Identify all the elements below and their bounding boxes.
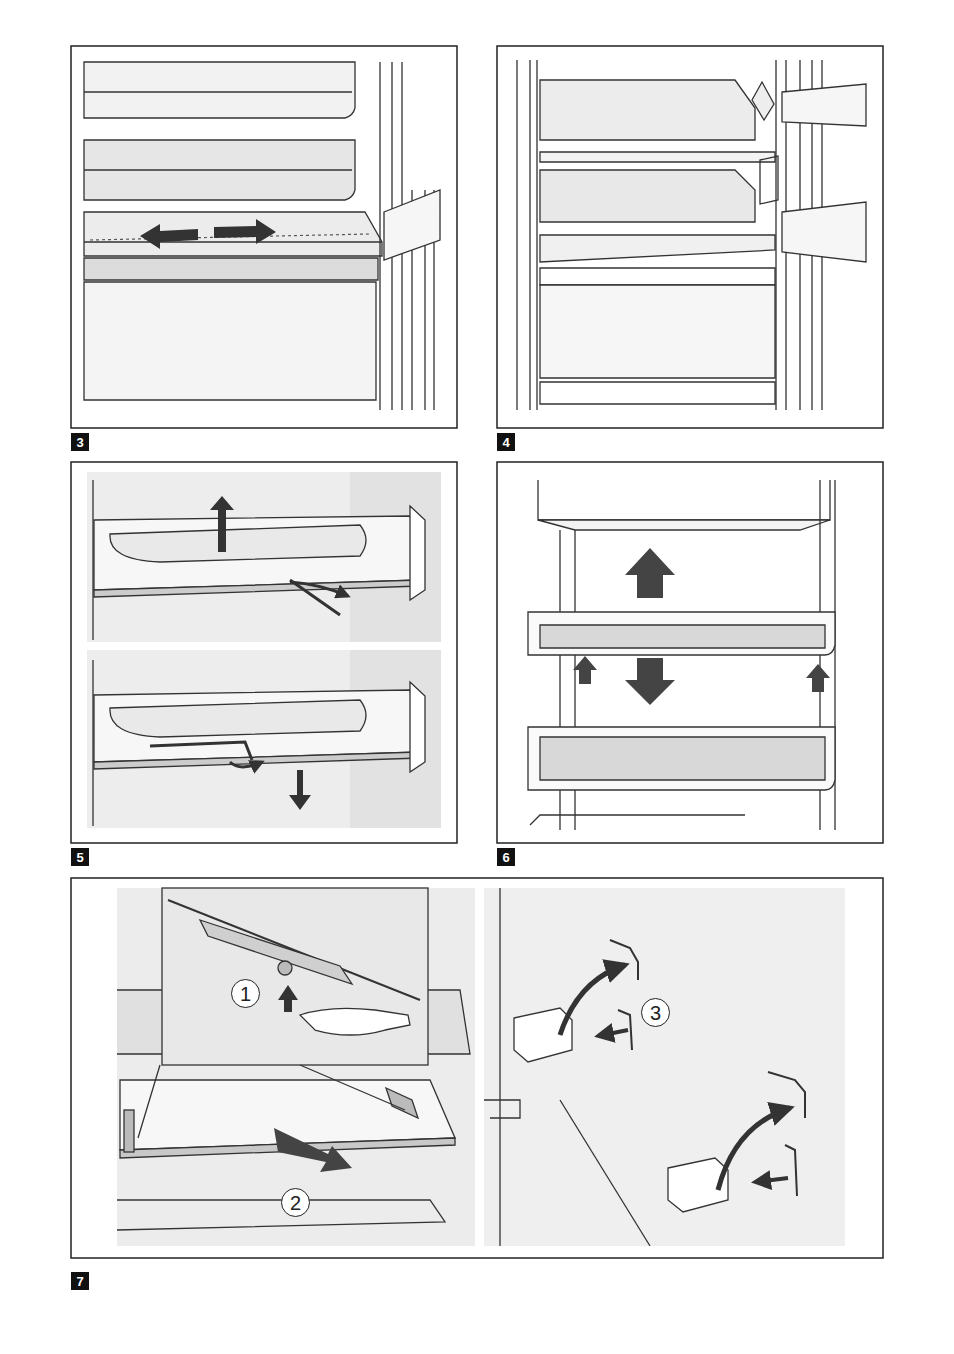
node-text: 6 xyxy=(502,851,509,864)
node-text: 3 xyxy=(650,1003,661,1023)
node-text: 4 xyxy=(502,436,509,449)
node-text: 7 xyxy=(76,1275,83,1288)
figure-number: 6 xyxy=(497,848,515,866)
figure-number: 4 xyxy=(497,433,515,451)
figure-number: 5 xyxy=(71,848,89,866)
figure-number: 7 xyxy=(71,1272,89,1290)
node-text: 1 xyxy=(240,984,251,1004)
callout-number: 1 xyxy=(231,979,260,1008)
callout-number: 2 xyxy=(281,1188,310,1217)
node-text: 3 xyxy=(76,436,83,449)
node-text: 2 xyxy=(290,1193,301,1213)
figure-number: 3 xyxy=(71,433,89,451)
callout-number: 3 xyxy=(641,998,670,1027)
node-text: 5 xyxy=(76,851,83,864)
